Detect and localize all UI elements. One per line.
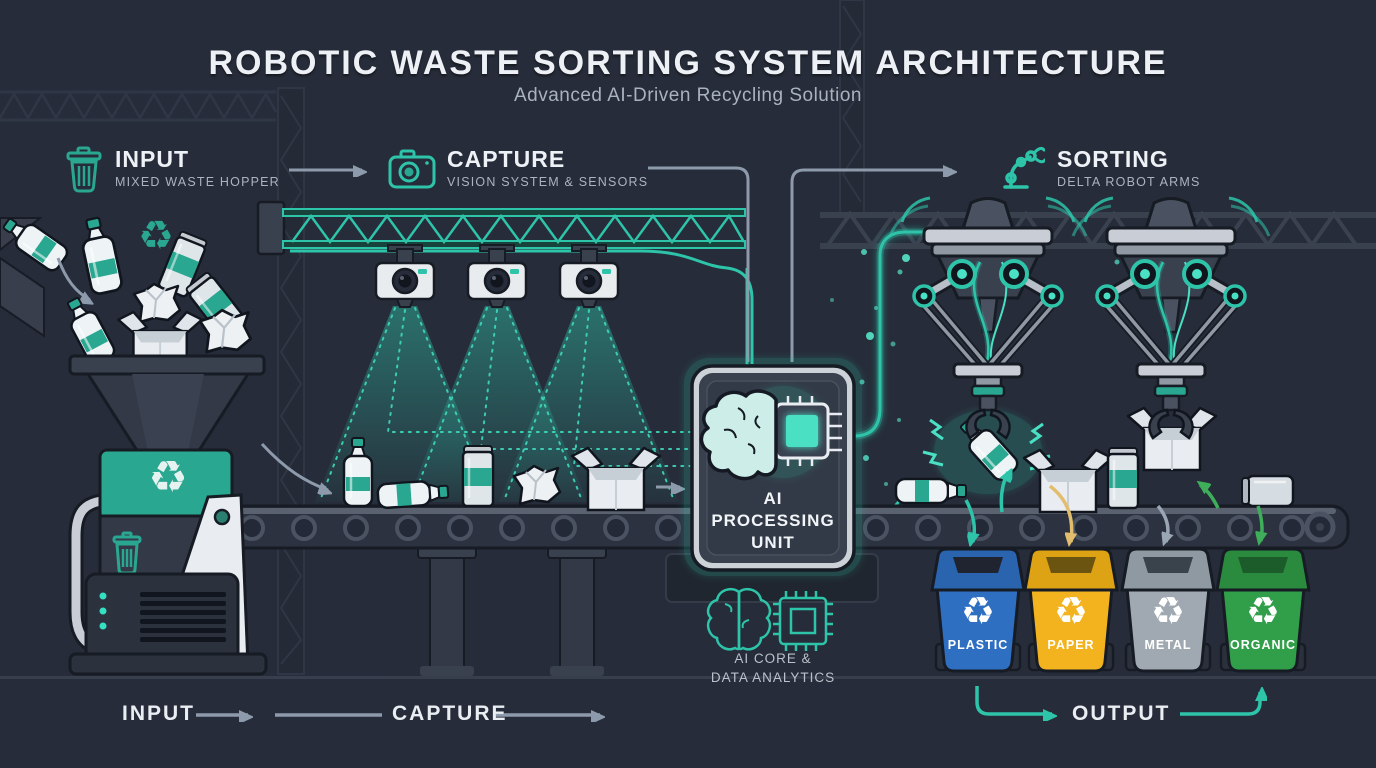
belt-items-right xyxy=(894,446,1295,542)
vision-cameras xyxy=(374,244,620,308)
capture-to-ai-line xyxy=(648,166,750,362)
flow-output-label: OUTPUT xyxy=(1072,702,1171,725)
falling-arrow xyxy=(56,257,90,300)
background-structures xyxy=(0,0,1376,679)
metal-sort-arrow xyxy=(1156,504,1168,542)
recycle-icon-falling: ♻ xyxy=(138,213,174,259)
ai-unit-label: AI PROCESSING UNIT xyxy=(711,489,835,553)
page-subtitle: Advanced AI-Driven Recycling Solution xyxy=(513,85,862,106)
bin-plastic xyxy=(930,547,1026,673)
bin-label-paper: PAPER xyxy=(1047,638,1095,652)
trash-can-icon xyxy=(66,146,102,193)
stage-sorting-title: SORTING xyxy=(1057,146,1169,172)
recycle-icon-metal-bin: ♻ xyxy=(1150,589,1186,633)
paper-sort-arrow xyxy=(1048,484,1072,542)
flow-input-label: INPUT xyxy=(122,702,195,725)
bin-metal xyxy=(1120,547,1216,673)
flow-lines-top xyxy=(289,168,952,362)
bin-label-organic: ORGANIC xyxy=(1229,638,1297,652)
output-bins xyxy=(930,547,1311,673)
pick-up-arrow xyxy=(1001,472,1008,513)
stage-capture-title: CAPTURE xyxy=(447,146,566,172)
hopper-rim xyxy=(68,354,266,376)
bins-to-output-arrow xyxy=(975,686,1052,714)
robot-beam-truss xyxy=(820,210,1376,249)
stage-input-sub: MIXED WASTE HOPPER xyxy=(115,175,280,189)
machine-base xyxy=(68,652,268,676)
ai-to-sorting-arrow xyxy=(790,170,952,362)
stage-sorting-sub: DELTA ROBOT ARMS xyxy=(1057,175,1201,189)
camera-2 xyxy=(466,244,528,308)
belt-items-left xyxy=(260,436,680,512)
camera-3 xyxy=(558,244,620,308)
recycle-icon-paper-bin: ♻ xyxy=(1053,589,1089,633)
camera-1 xyxy=(374,244,436,308)
input-hopper-machine xyxy=(0,210,268,676)
recycle-icon-organic-bin: ♻ xyxy=(1245,589,1281,633)
brain-chip-icon xyxy=(699,389,842,481)
organic-sort-arrow xyxy=(1258,505,1262,541)
machine-vented-box xyxy=(84,572,240,664)
recycle-icon-machine: ♻ xyxy=(148,452,188,503)
bin-paper xyxy=(1023,547,1119,673)
bin-organic xyxy=(1215,547,1311,673)
plastic-sort-arrow xyxy=(964,499,974,542)
box-pick-arrow xyxy=(1200,485,1220,509)
brain-outline-icon xyxy=(706,587,772,651)
robot-arm-icon xyxy=(1003,146,1045,189)
output-to-bins-arrow xyxy=(1180,692,1260,716)
page-title: ROBOTIC WASTE SORTING SYSTEM ARCHITECTUR… xyxy=(208,44,1168,82)
hopper-to-belt-arrow xyxy=(260,442,328,490)
ai-processing-unit xyxy=(665,358,879,603)
ai-core-icons xyxy=(706,587,833,651)
bin-label-plastic: PLASTIC xyxy=(947,638,1009,652)
chip-outline-icon xyxy=(773,591,833,651)
bin-label-metal: METAL xyxy=(1144,638,1192,652)
flow-lines-bottom xyxy=(196,686,1260,715)
stage-input-title: INPUT xyxy=(115,146,189,172)
recycle-icon-plastic-bin: ♻ xyxy=(960,589,996,633)
stage-capture-sub: VISION SYSTEM & SENSORS xyxy=(447,175,649,189)
ai-core-caption: AI CORE & DATA ANALYTICS xyxy=(710,651,836,685)
flow-capture-label: CAPTURE xyxy=(392,702,508,725)
camera-icon xyxy=(388,149,436,189)
